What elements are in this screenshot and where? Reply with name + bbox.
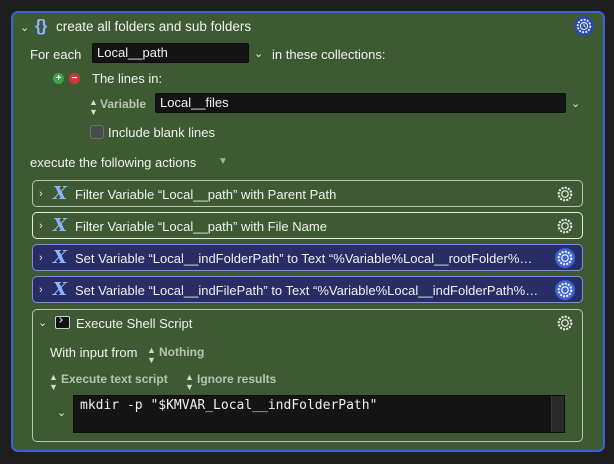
variable-x-icon: X: [53, 279, 67, 300]
source-dropdown-chevron-icon[interactable]: ⌄: [571, 98, 581, 110]
action-set-ind-file-path[interactable]: › X Set Variable “Local__indFilePath” to…: [32, 276, 583, 303]
collapse-chevron-icon[interactable]: ⌄: [20, 22, 30, 34]
collapse-chevron-icon[interactable]: ⌄: [38, 317, 48, 329]
braces-icon: {}: [35, 16, 47, 35]
action-set-ind-folder-path[interactable]: › X Set Variable “Local__indFolderPath” …: [32, 244, 583, 271]
action-execute-shell-script[interactable]: ⌄ Execute Shell Script With input from ▲…: [32, 309, 583, 442]
execute-actions-label: execute the following actions: [30, 155, 197, 170]
action-title: Set Variable “Local__indFolderPath” to T…: [75, 251, 533, 266]
updown-arrows-icon: ▲▼: [89, 97, 98, 117]
execute-dropdown-triangle-icon[interactable]: ▼: [218, 156, 228, 167]
in-collections-label: in these collections:: [272, 47, 386, 62]
expand-chevron-icon[interactable]: ›: [39, 252, 43, 264]
script-scrollbar[interactable]: [551, 396, 564, 432]
input-source-select[interactable]: Nothing: [159, 345, 205, 359]
variable-x-icon: X: [53, 215, 67, 236]
include-blank-lines-label: Include blank lines: [108, 125, 215, 140]
for-each-variable-field[interactable]: Local__path: [92, 43, 249, 63]
gear-icon[interactable]: [555, 280, 575, 300]
action-title: Filter Variable “Local__path” with File …: [75, 219, 327, 234]
shell-action-title: Execute Shell Script: [76, 316, 193, 331]
expand-chevron-icon[interactable]: ›: [39, 284, 43, 296]
expand-chevron-icon[interactable]: ›: [39, 188, 43, 200]
action-filter-parent-path[interactable]: › X Filter Variable “Local__path” with P…: [32, 180, 583, 207]
source-type-select[interactable]: Variable: [100, 97, 147, 111]
add-collection-icon[interactable]: +: [53, 73, 64, 84]
source-variable-field[interactable]: Local__files: [155, 93, 566, 113]
remove-collection-icon[interactable]: −: [69, 73, 80, 84]
for-each-action-group: ⌄ {} create all folders and sub folders …: [11, 11, 605, 452]
variable-x-icon: X: [53, 247, 67, 268]
script-text: mkdir -p "$KMVAR_Local__indFolderPath": [80, 398, 378, 413]
results-select[interactable]: Ignore results: [197, 372, 277, 386]
gear-icon[interactable]: [555, 248, 575, 268]
script-text-area[interactable]: mkdir -p "$KMVAR_Local__indFolderPath": [73, 395, 565, 433]
variable-x-icon: X: [53, 183, 67, 204]
action-title: Filter Variable “Local__path” with Paren…: [75, 187, 337, 202]
action-title: Set Variable “Local__indFilePath” to Tex…: [75, 283, 539, 298]
group-title: create all folders and sub folders: [56, 19, 252, 34]
collection-label: The lines in:: [92, 71, 163, 86]
input-from-label: With input from: [50, 345, 138, 360]
for-each-label: For each: [30, 47, 82, 62]
script-collapse-chevron-icon[interactable]: ⌄: [57, 407, 67, 419]
gear-icon[interactable]: [555, 313, 575, 333]
action-filter-file-name[interactable]: › X Filter Variable “Local__path” with F…: [32, 212, 583, 239]
variable-dropdown-chevron-icon[interactable]: ⌄: [254, 48, 264, 60]
gear-icon[interactable]: [555, 184, 575, 204]
execute-mode-select[interactable]: Execute text script: [61, 372, 168, 386]
expand-chevron-icon[interactable]: ›: [39, 220, 43, 232]
updown-arrows-icon: ▲▼: [49, 372, 58, 392]
include-blank-lines-checkbox[interactable]: [90, 125, 104, 139]
clock-gear-icon[interactable]: [574, 16, 594, 36]
updown-arrows-icon: ▲▼: [147, 345, 156, 365]
gear-icon[interactable]: [555, 216, 575, 236]
updown-arrows-icon: ▲▼: [185, 372, 194, 392]
terminal-icon: [55, 316, 70, 329]
